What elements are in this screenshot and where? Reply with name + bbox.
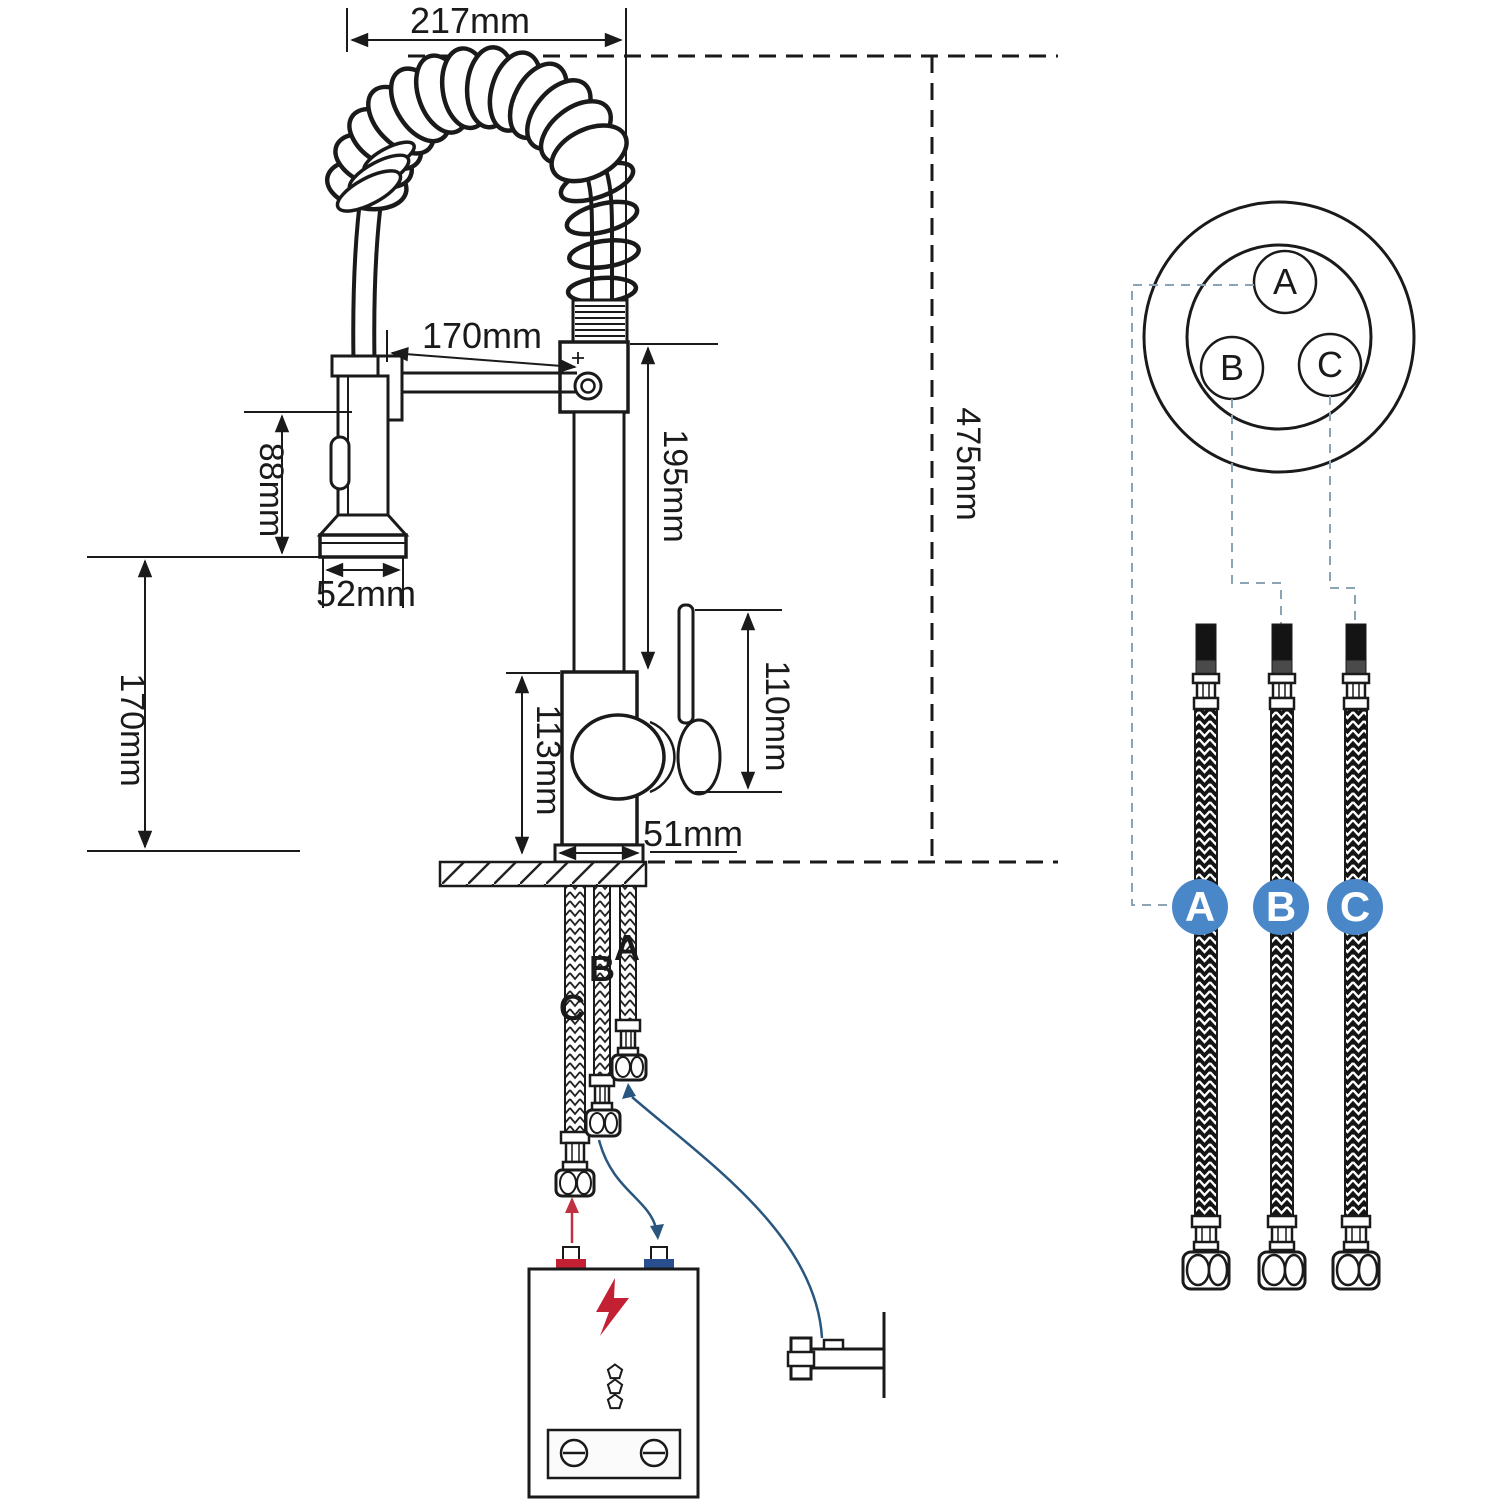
- plan-port-b-label: B: [1220, 347, 1244, 388]
- under-sink-hose-a: [610, 885, 648, 1082]
- hose-badge-a: [1172, 879, 1228, 935]
- dimension-110: [695, 609, 782, 793]
- dim-170-left-label: 170mm: [113, 673, 151, 786]
- dimension-88: [244, 411, 352, 555]
- water-heater: [527, 1246, 700, 1499]
- leader-c: [1329, 396, 1356, 880]
- plan-port-c-label: C: [1317, 344, 1343, 385]
- dim-113-label: 113mm: [529, 705, 567, 816]
- dim-217-label: 217mm: [410, 0, 530, 41]
- handle: [570, 603, 722, 801]
- under-sink-label-c: C: [559, 987, 585, 1028]
- dim-475-label: 475mm: [949, 407, 987, 520]
- spray-hose-collar: [335, 140, 416, 213]
- base-plan-view: [1142, 200, 1416, 474]
- dim-195-label: 195mm: [656, 429, 694, 542]
- dimension-170-top: [386, 330, 577, 373]
- lightning-icon: [596, 1278, 629, 1336]
- handle-dome: [570, 713, 666, 801]
- plan-leaders: [1131, 284, 1356, 906]
- spray-head: [316, 354, 410, 559]
- spout-arm: [398, 371, 603, 401]
- cold-connection-arrow: [597, 1139, 664, 1240]
- dimension-52: [322, 557, 404, 608]
- supply-hose-c: [1331, 623, 1381, 1291]
- under-sink-hose-c: [554, 885, 596, 1198]
- under-sink-label-a: A: [614, 927, 640, 968]
- dimension-170-left: [87, 556, 320, 852]
- leader-b: [1231, 399, 1282, 880]
- dim-170-top-label: 170mm: [422, 315, 542, 356]
- spray-button: [329, 435, 351, 491]
- screw-icon-right: [639, 1438, 669, 1468]
- hose-badge-a-label: A: [1185, 883, 1215, 930]
- valve-connection-arrow: [622, 1083, 824, 1339]
- hose-badges: A B C: [1172, 879, 1383, 935]
- heater-indicator-icons: [606, 1363, 624, 1410]
- hose-badge-c: [1327, 879, 1383, 935]
- countertop: [438, 860, 648, 888]
- plan-port-a-label: A: [1273, 261, 1297, 302]
- dim-51-label: 51mm: [643, 813, 743, 854]
- supply-hose-a: [1181, 623, 1231, 1291]
- leader-a: [1131, 284, 1254, 906]
- plan-port-a: [1252, 249, 1318, 315]
- under-sink-label-b: B: [589, 948, 615, 989]
- dimension-113: [506, 672, 560, 855]
- supply-hoses: [1181, 623, 1381, 1291]
- under-sink-hose-b: [584, 885, 622, 1138]
- supply-hose-b: [1257, 623, 1307, 1291]
- dim-52-label: 52mm: [316, 573, 416, 614]
- handle-lever: [677, 603, 695, 725]
- hot-connection-arrow: [565, 1197, 579, 1243]
- dimension-217: [346, 8, 627, 298]
- hose-badge-b-label: B: [1266, 883, 1296, 930]
- screw-icon-left: [559, 1438, 589, 1468]
- angle-valve: [786, 1312, 886, 1398]
- hose-badge-c-label: C: [1340, 883, 1370, 930]
- threaded-section: [571, 298, 629, 347]
- dimension-51: [558, 845, 737, 861]
- dimension-195: [630, 343, 718, 670]
- dim-110-label: 110mm: [758, 661, 796, 772]
- under-sink-hoses: [554, 885, 648, 1198]
- dim-88-label: 88mm: [252, 443, 290, 537]
- faucet-riser: [572, 410, 626, 674]
- hose-badge-b: [1253, 879, 1309, 935]
